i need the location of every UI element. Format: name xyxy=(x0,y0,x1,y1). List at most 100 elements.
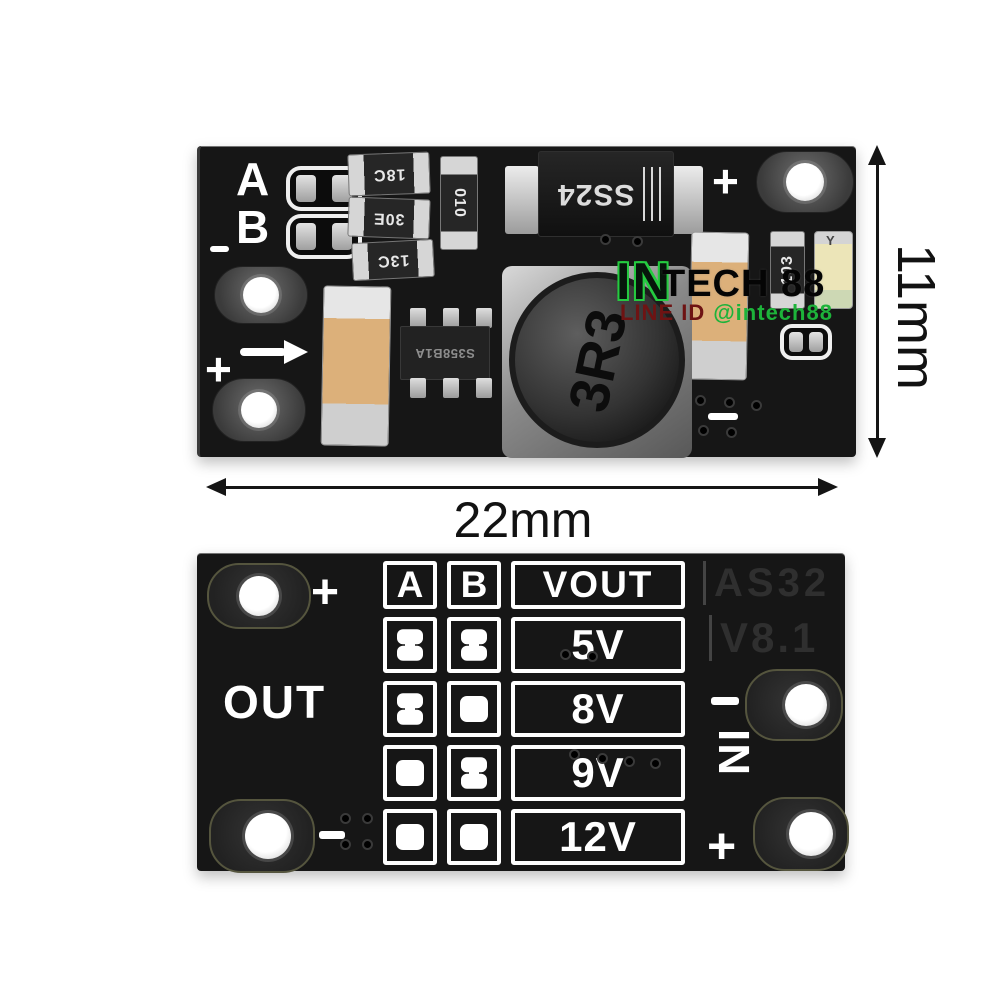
bottom-board-back-view: + OUT A B VOUT 5V 8V 9V 12V AS32 V8.1 IN xyxy=(197,553,849,874)
mounting-pad xyxy=(745,669,843,741)
plus-label: + xyxy=(712,155,739,207)
mounting-pad xyxy=(214,266,308,324)
mounting-pad xyxy=(209,799,315,873)
arrow-head xyxy=(284,340,308,364)
through-hole xyxy=(789,812,833,856)
plus-label: + xyxy=(205,343,232,395)
out-label: OUT xyxy=(223,676,327,728)
in-label: IN xyxy=(709,729,758,777)
minus-label xyxy=(319,831,345,839)
width-dimension-label: 22mm xyxy=(453,492,593,548)
led-marking: Y xyxy=(826,233,835,248)
board-version-marking: V8.1 xyxy=(709,614,818,662)
arrow-right-icon xyxy=(818,478,838,496)
watermark-brand-text: TECH 88 xyxy=(662,263,826,305)
minus-label xyxy=(708,413,738,420)
via-dot xyxy=(698,425,709,436)
via-dot xyxy=(340,813,351,824)
ic-leg xyxy=(443,378,459,398)
dimension-line xyxy=(224,486,820,489)
cathode-band-line xyxy=(659,167,661,221)
ic-leg xyxy=(443,308,459,328)
via-dot xyxy=(624,756,635,767)
watermark-brand-outline: IN xyxy=(616,253,672,311)
via-dot xyxy=(587,651,598,662)
voltage-selection-table: A B VOUT 5V 8V 9V 12V xyxy=(383,561,685,865)
via-dot xyxy=(560,649,571,660)
vout-value: 8V xyxy=(511,681,685,737)
jumper-state-cell xyxy=(447,809,501,865)
flow-arrow-icon xyxy=(240,340,310,364)
minus-label xyxy=(711,697,739,705)
ic-chip: S358B1A xyxy=(400,326,490,380)
board-model-marking: AS32 xyxy=(703,561,830,605)
mounting-pad xyxy=(207,563,311,629)
through-hole xyxy=(785,684,827,726)
solder-jumper-b xyxy=(286,214,362,259)
minus-label xyxy=(210,246,229,252)
diode-ss24: SS24 xyxy=(538,151,674,237)
ic-leg xyxy=(410,378,426,398)
mounting-pad xyxy=(212,378,306,442)
vout-value: 5V xyxy=(511,617,685,673)
jumper-a-label: A xyxy=(236,153,270,205)
solder-jumper-right xyxy=(780,324,832,360)
via-dot xyxy=(726,427,737,438)
via-dot xyxy=(724,397,735,408)
table-header-vout: VOUT xyxy=(511,561,685,609)
resistor-marking: 13C xyxy=(376,251,410,270)
via-dot xyxy=(340,839,351,850)
ic-leg xyxy=(476,378,492,398)
via-dot xyxy=(362,839,373,850)
watermark-contact-line: LINE ID @intech88 xyxy=(620,300,833,326)
ic-leg xyxy=(476,308,492,328)
arrow-down-icon xyxy=(868,438,886,458)
jumper-pad xyxy=(809,332,823,352)
through-hole xyxy=(241,392,277,428)
resistor-marking: 30E xyxy=(372,209,406,228)
dimension-line xyxy=(876,162,879,442)
through-hole xyxy=(243,277,279,313)
via-dot xyxy=(650,758,661,769)
jumper-pad xyxy=(789,332,803,352)
diode-terminal xyxy=(505,166,539,234)
via-dot xyxy=(632,236,643,247)
mounting-pad xyxy=(753,797,849,871)
jumper-state-cell xyxy=(447,617,501,673)
vout-value: 12V xyxy=(511,809,685,865)
resistor-marking: 18C xyxy=(372,165,406,184)
via-dot xyxy=(362,813,373,824)
smd-capacitor-010: 010 xyxy=(440,156,478,250)
jumper-pad xyxy=(296,175,316,202)
arrow-up-icon xyxy=(868,145,886,165)
jumper-pad xyxy=(332,223,352,250)
jumper-b-label: B xyxy=(236,201,270,253)
cathode-band-line xyxy=(651,167,653,221)
via-dot xyxy=(751,400,762,411)
inductor: 3R3 xyxy=(509,272,685,448)
component-marking: 010 xyxy=(450,188,468,218)
jumper-state-cell xyxy=(447,681,501,737)
via-dot xyxy=(695,395,706,406)
smd-resistor: 13C xyxy=(351,238,435,282)
arrow-left-icon xyxy=(206,478,226,496)
via-dot xyxy=(597,753,608,764)
table-header-a: A xyxy=(383,561,437,609)
jumper-state-cell xyxy=(383,617,437,673)
diode-marking: SS24 xyxy=(557,178,635,211)
through-hole xyxy=(786,163,824,201)
height-dimension-label: 11mm xyxy=(886,243,946,391)
ic-marking: S358B1A xyxy=(415,345,475,361)
cathode-band-line xyxy=(643,167,645,221)
watermark-handle: @intech88 xyxy=(713,300,833,325)
via-dot xyxy=(616,286,627,297)
diode-terminal xyxy=(670,166,703,234)
plus-label: + xyxy=(707,818,737,874)
jumper-state-cell xyxy=(383,809,437,865)
through-hole xyxy=(239,576,279,616)
ic-leg xyxy=(410,308,426,328)
via-dot xyxy=(569,749,580,760)
jumper-pad xyxy=(296,223,316,250)
table-header-b: B xyxy=(447,561,501,609)
